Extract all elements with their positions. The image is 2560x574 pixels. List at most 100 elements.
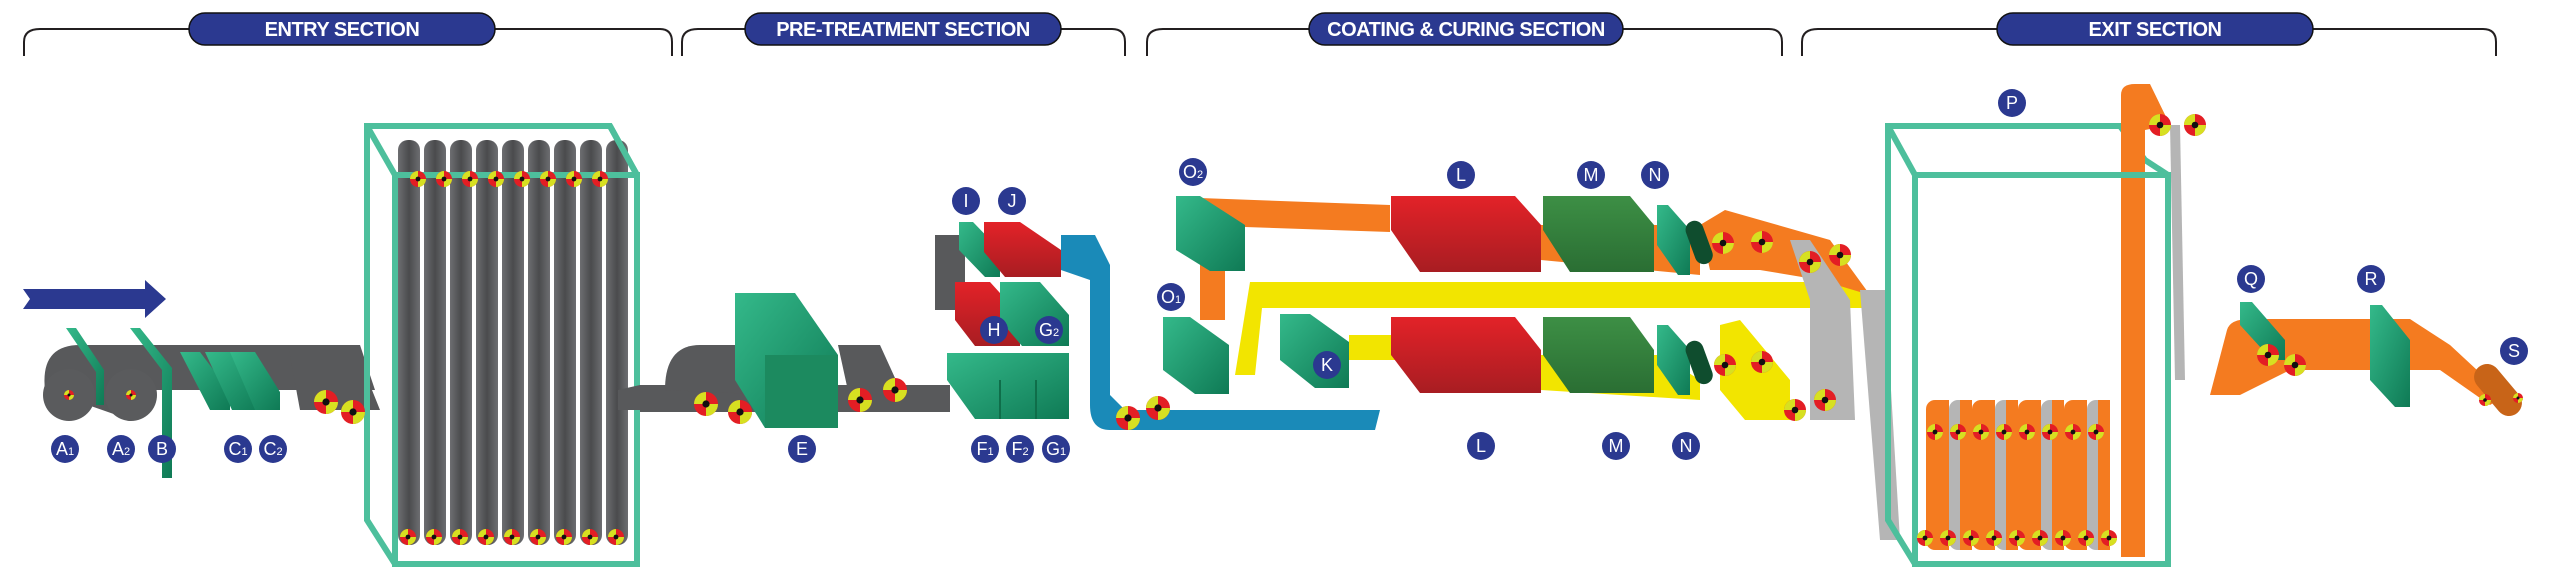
roller-icon [478,529,494,545]
svg-text:N: N [1680,436,1693,456]
svg-text:O2: O2 [1183,162,1203,182]
cooler-m-bottom [1543,317,1654,393]
svg-text:B: B [156,439,168,459]
roller-icon [2149,114,2171,136]
svg-text:N: N [1649,165,1662,185]
coating-roll [1685,340,1713,385]
roller-icon [452,529,468,545]
roller-icon [1986,530,2002,546]
svg-text:I: I [963,191,968,211]
stitcher-b [130,328,172,478]
shear-stand [66,328,104,405]
svg-text:F2: F2 [1011,439,1028,459]
roller-icon [2513,393,2523,403]
entry-accumulator-loops [398,140,628,545]
roller-icon [1116,406,1140,430]
label-l-top: L [1447,161,1475,189]
exit-equipment [1885,84,2522,567]
roller-icon [883,378,907,402]
yellow-strip [1235,282,1870,375]
roller-icon [540,171,556,187]
strip-loop [606,140,628,545]
roller-icon [426,529,442,545]
roller-icon [2019,424,2035,440]
label-h: H [980,316,1008,344]
label-o1: O1 [1157,283,1185,311]
label-c2: C2 [259,435,287,463]
roller-icon [462,171,478,187]
svg-text:S: S [2508,341,2520,361]
label-f1: F1 [971,435,999,463]
section-pill [744,12,1062,46]
roller-icon [64,390,74,400]
oven-j [984,222,1061,277]
label-n-bottom: N [1672,432,1700,460]
roller-icon [2078,530,2094,546]
roller-icon [436,171,452,187]
roller-icon [1950,424,1966,440]
roller-icon [1146,396,1170,420]
equipment-labels: A1 A2 B C1 C2 E F1 F2 G1 G2 H I J O2 O1 … [51,89,2528,463]
recoiler-s [2474,363,2522,417]
strip-loop [580,140,602,545]
label-a1: A1 [51,435,79,463]
roller-icon [314,390,338,414]
shear-r [2370,305,2410,407]
svg-text:M: M [1584,165,1599,185]
svg-text:F1: F1 [976,439,993,459]
roller-icon [608,529,624,545]
section-pretreatment: PRE-TREATMENT SECTION [681,12,1126,56]
roller-icon [400,529,416,545]
roller-icon [694,392,718,416]
label-e: E [788,435,816,463]
pretreatment-equipment [640,222,1380,430]
blue-strip [1061,235,1380,430]
label-m-bottom: M [1602,432,1630,460]
svg-text:P: P [2006,93,2018,113]
roller-icon [1751,351,1773,373]
oven-l-bottom [1391,317,1541,393]
strip-loop [554,140,576,545]
label-q: Q [2237,265,2265,293]
roller-icon [1963,530,1979,546]
section-pill [1996,12,2314,46]
label-o2: O2 [1179,158,1207,186]
label-n-top: N [1641,161,1669,189]
section-title-exit: EXIT SECTION [2089,19,2222,41]
coater-k [1280,314,1349,388]
roller-icon [488,171,504,187]
roller-icon [1751,231,1773,253]
label-f2: F2 [1006,435,1034,463]
roller-icon [592,171,608,187]
entry-equipment [43,123,640,567]
stand-n-bottom [1657,325,1690,395]
label-s: S [2500,337,2528,365]
label-a2: A2 [107,435,135,463]
roller-icon [728,400,752,424]
strip-direction-arrow-icon [23,280,166,318]
roller-icon [582,529,598,545]
section-entry: ENTRY SECTION [23,12,673,56]
cleaner-c1-box [205,352,262,410]
rollers [64,114,2523,546]
gray-strip [1790,240,1855,420]
strip-loop [476,140,498,545]
orange-strip [1200,198,1390,232]
svg-text:H: H [988,320,1001,340]
cleaner-c2 [230,352,280,410]
roller-icon [1712,232,1734,254]
oven-l-top [1391,196,1541,272]
svg-text:L: L [1456,165,1466,185]
roller-icon [566,171,582,187]
roller-icon [2101,530,2117,546]
label-b: B [148,435,176,463]
svg-text:R: R [2365,269,2378,289]
svg-text:C1: C1 [228,439,247,459]
roller-icon [2009,530,2025,546]
roller-icon [1799,251,1821,273]
section-bracket [23,27,673,56]
label-c1: C1 [224,435,252,463]
svg-text:A1: A1 [56,439,74,459]
